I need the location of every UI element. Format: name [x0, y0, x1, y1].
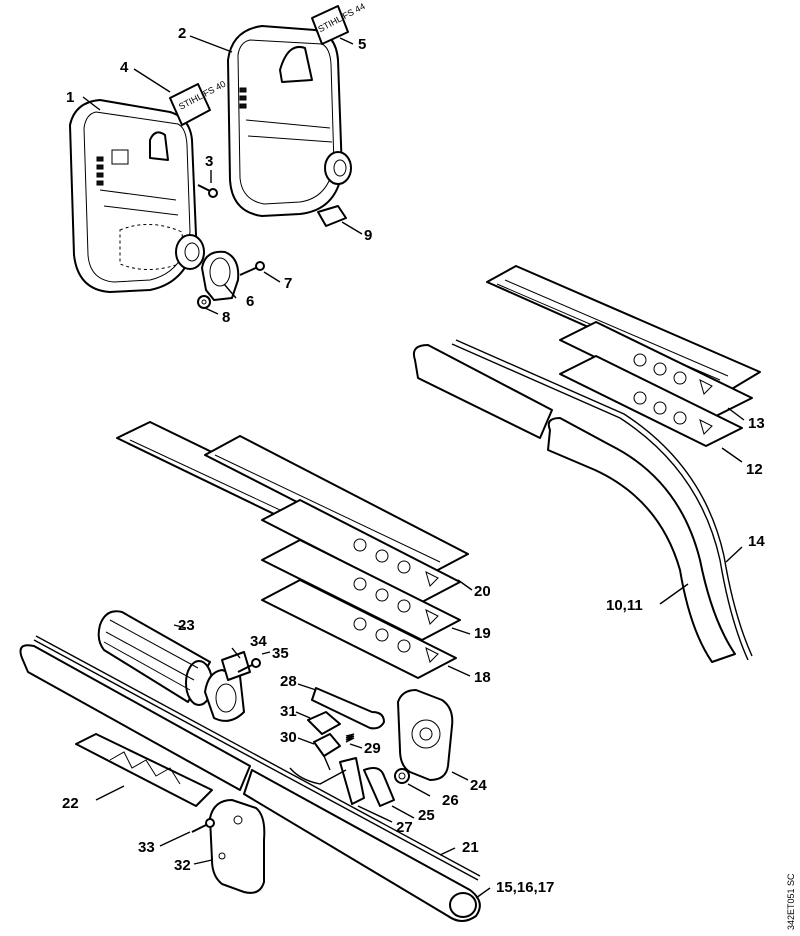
label-12: 12 [746, 461, 763, 478]
grip-23 [97, 610, 213, 706]
decal-13-group [486, 265, 761, 417]
decal-fs40: STIHL FS 40 [169, 79, 227, 126]
screw-33 [191, 818, 215, 833]
label-30: 30 [280, 729, 297, 746]
screw-7 [239, 261, 265, 276]
label-29: 29 [364, 740, 381, 757]
label-18: 18 [474, 669, 491, 686]
housing-fs44 [227, 25, 352, 217]
label-14: 14 [748, 533, 765, 550]
label-2: 2 [178, 25, 186, 42]
label-22: 22 [62, 795, 79, 812]
label-19: 19 [474, 625, 491, 642]
bracket-22 [75, 733, 213, 807]
label-26: 26 [442, 792, 459, 809]
label-10-11: 10,11 [606, 597, 643, 614]
label-27: 27 [396, 819, 413, 836]
handle-housing-24 [397, 689, 454, 781]
nut-8 [197, 295, 211, 309]
label-4: 4 [120, 59, 129, 76]
screw-3 [197, 184, 218, 198]
label-5: 5 [358, 36, 366, 53]
throttle-cable-28 [311, 687, 385, 730]
label-23: 23 [178, 617, 195, 634]
label-7: 7 [284, 275, 292, 292]
label-1: 1 [66, 89, 74, 106]
housing-fs40 [69, 99, 205, 293]
label-34: 34 [250, 633, 267, 650]
label-3: 3 [205, 153, 213, 170]
spring-29 [345, 733, 355, 743]
decal-18 [261, 579, 457, 679]
trigger-27 [339, 757, 365, 805]
label-9: 9 [364, 227, 372, 244]
document-reference: 342ET051 SC [786, 873, 796, 930]
label-13: 13 [748, 415, 765, 432]
interlock-25 [363, 767, 395, 807]
part-labels: 1 2 3 4 5 6 7 8 9 10,11 12 13 14 15,16,1… [62, 25, 765, 896]
label-28: 28 [280, 673, 297, 690]
handle-body-32 [209, 799, 266, 894]
clamp-34 [204, 651, 251, 722]
flex-shaft-14 [451, 339, 753, 661]
label-24: 24 [470, 777, 487, 794]
block-9 [317, 205, 347, 227]
switch-30 [313, 733, 341, 771]
switch-31 [307, 711, 341, 735]
label-8: 8 [222, 309, 230, 326]
label-32: 32 [174, 857, 191, 874]
label-35: 35 [272, 645, 289, 662]
label-20: 20 [474, 583, 491, 600]
label-25: 25 [418, 807, 435, 824]
bent-drive-tube [412, 344, 736, 663]
leader-lines [82, 35, 745, 899]
decal-12-group [559, 355, 743, 447]
label-33: 33 [138, 839, 155, 856]
screw-35 [237, 658, 261, 673]
label-6: 6 [246, 293, 254, 310]
wire-cable [289, 767, 347, 785]
clamp-6 [201, 250, 240, 301]
label-21: 21 [462, 839, 479, 856]
label-31: 31 [280, 703, 297, 720]
straight-drive-tube [19, 644, 481, 922]
shaft-21 [33, 635, 481, 881]
spring-26 [394, 768, 410, 784]
label-15-16-17: 15,16,17 [496, 879, 554, 896]
